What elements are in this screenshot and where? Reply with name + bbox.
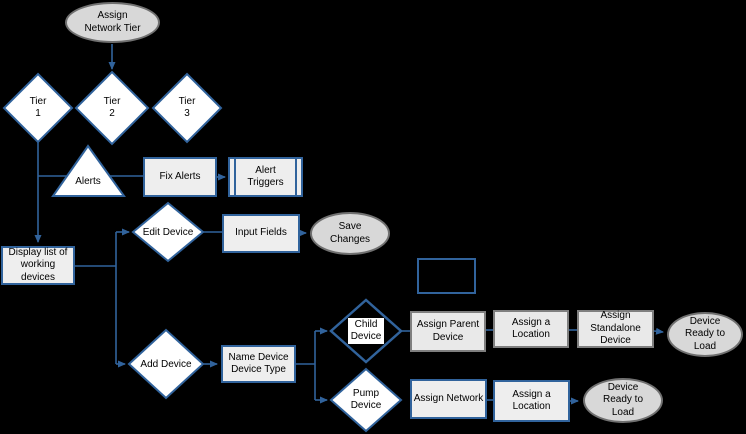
alerts-label: Alerts [75,175,101,187]
predefined-process-left-bar [234,159,236,195]
tier-2-diamond [74,70,150,146]
start-terminator-assign-network-tier: Assign Network Tier [65,2,160,43]
tier-1-label-wrap: Tier 1 [18,94,58,122]
tier-3-diamond [151,72,223,144]
tier-3-label-wrap: Tier 3 [167,94,207,122]
terminator-save-changes: Save Changes [310,212,390,255]
process-fix-alerts: Fix Alerts [143,157,217,197]
assign-standalone-device-label: Assign Standalone Device [590,310,641,347]
alerts-label-wrap: Alerts [63,175,113,188]
child-device-label: Child Device [347,318,385,344]
predefined-process-right-bar [295,159,297,195]
assign-location-bottom-label: Assign a Location [512,388,551,413]
child-device-label-wrap: Child Device [331,316,401,346]
pump-device-label: Pump Device [350,388,382,411]
name-device-label: Name Device Device Type [228,351,289,376]
tier-2-label: Tier 2 [103,96,121,119]
add-device-label-wrap: Add Device [129,358,203,371]
add-device-diamond [127,328,205,400]
edit-device-label-wrap: Edit Device [133,226,203,239]
empty-rectangle [417,258,476,294]
process-assign-location-top: Assign a Location [493,310,569,348]
edit-device-diamond [131,201,205,263]
tier-3-label: Tier 3 [178,96,196,119]
assign-location-top-label: Assign a Location [511,316,551,341]
process-display-list: Display list of working devices [1,246,75,285]
alerts-triangle [51,144,126,197]
child-device-diamond [329,298,403,364]
pump-device-label-wrap: Pump Device [331,385,401,415]
tier-1-diamond [2,72,74,144]
process-assign-standalone-device: Assign Standalone Device [577,310,654,348]
pump-device-diamond [329,367,403,433]
process-assign-parent-device: Assign Parent Device [410,311,486,352]
terminator-device-ready-bottom: Device Ready to Load [583,378,663,423]
device-ready-bottom-label: Device Ready to Load [602,381,644,418]
fix-alerts-label: Fix Alerts [159,170,201,182]
tier-2-label-wrap: Tier 2 [92,94,132,122]
process-assign-location-bottom: Assign a Location [493,380,570,422]
save-changes-label: Save Changes [329,221,371,245]
edit-device-label: Edit Device [142,226,194,238]
assign-parent-device-label: Assign Parent Device [416,319,480,343]
predefined-process-alert-triggers: Alert Triggers [228,157,303,197]
connector-standalone-to-ready-top [653,327,664,335]
process-assign-network: Assign Network [410,379,487,419]
add-device-label: Add Device [140,358,192,370]
input-fields-label: Input Fields [235,227,287,239]
process-input-fields: Input Fields [222,214,300,253]
display-list-label: Display list of working devices [8,246,68,283]
process-name-device: Name Device Device Type [221,345,296,383]
terminator-device-ready-top: Device Ready to Load [667,312,743,357]
assign-network-label: Assign Network [413,392,484,404]
start-terminator-label: Assign Network Tier [84,10,141,34]
tier-1-label: Tier 1 [29,96,47,119]
device-ready-top-label: Device Ready to Load [684,315,726,352]
alert-triggers-label: Alert Triggers [247,164,284,189]
